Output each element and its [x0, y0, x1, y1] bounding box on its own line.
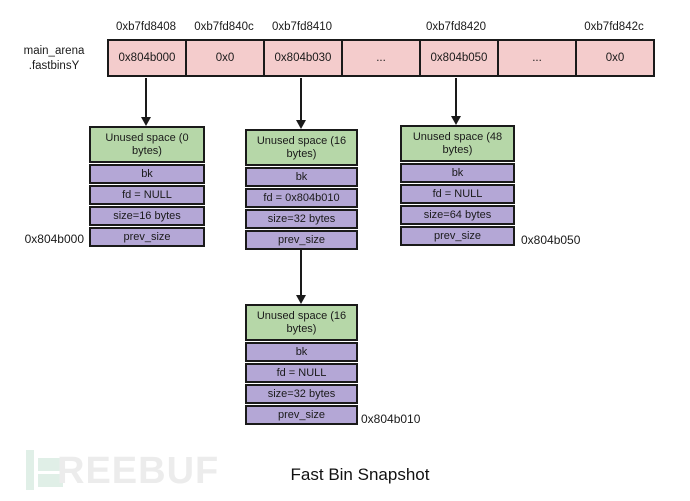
array-cell: 0x804b030	[263, 41, 341, 75]
diagram-title: Fast Bin Snapshot	[290, 465, 430, 484]
array-cell: ...	[341, 41, 419, 75]
chunk-size-field: size=16 bytes	[89, 206, 205, 226]
freebuf-logo-icon	[38, 458, 63, 471]
chunk-unused-space: Unused space (16 bytes)	[245, 304, 358, 341]
chunk-address-label: 0x804b010	[361, 412, 421, 426]
array-address-label: 0xb7fd8408	[115, 21, 177, 33]
freebuf-logo-icon	[26, 450, 34, 490]
chunk-size-field: size=64 bytes	[400, 205, 515, 225]
chunk-0x804b050: Unused space (48 bytes) bk fd = NULL siz…	[400, 125, 515, 246]
freebuf-watermark-text: REEBUF	[57, 450, 220, 492]
arrow-line	[300, 78, 302, 120]
chunk-unused-space: Unused space (48 bytes)	[400, 125, 515, 162]
chunk-address-label: 0x804b000	[24, 232, 84, 246]
main-arena-label-line2: .fastbinsY	[28, 60, 80, 72]
chunk-prev-size-field: prev_size	[245, 230, 358, 250]
chunk-fd-field: fd = 0x804b010	[245, 188, 358, 208]
array-cell: 0x0	[185, 41, 263, 75]
arrow-down-icon	[296, 295, 306, 304]
array-address-label: 0xb7fd840c	[194, 21, 254, 33]
main-arena-label: main_arena .fastbinsY	[10, 44, 98, 74]
arrow-line	[455, 78, 457, 116]
array-cell: 0x0	[575, 41, 653, 75]
array-cell: 0x804b000	[118, 52, 176, 64]
chunk-0x804b030: Unused space (16 bytes) bk fd = 0x804b01…	[245, 129, 358, 250]
chunk-fd-field: fd = NULL	[245, 363, 358, 383]
freebuf-logo-icon	[38, 474, 63, 487]
chunk-unused-space: Unused space (0 bytes)	[89, 126, 205, 163]
chunk-0x804b010: Unused space (16 bytes) bk fd = NULL siz…	[245, 304, 358, 425]
arrow-line	[145, 78, 147, 117]
chunk-fd-field: fd = NULL	[89, 185, 205, 205]
chunk-size-field: size=32 bytes	[245, 209, 358, 229]
chunk-unused-space: Unused space (16 bytes)	[245, 129, 358, 166]
array-address-label: 0xb7fd8410	[271, 21, 333, 33]
chunk-prev-size-field: prev_size	[400, 226, 515, 246]
chunk-prev-size-field: prev_size	[89, 227, 205, 247]
chunk-bk-field: bk	[400, 163, 515, 183]
arrow-down-icon	[141, 117, 151, 126]
array-address-label: 0xb7fd8420	[425, 21, 487, 33]
arrow-line	[300, 248, 302, 295]
arrow-down-icon	[451, 116, 461, 125]
array-cell: 0x804b050	[419, 41, 497, 75]
chunk-address-label: 0x804b050	[521, 233, 581, 247]
chunk-0x804b000: Unused space (0 bytes) bk fd = NULL size…	[89, 126, 205, 247]
chunk-size-field: size=32 bytes	[245, 384, 358, 404]
fastbinsY-array: 0x804b000 0x0 0x804b030 ... 0x804b050 ..…	[107, 39, 655, 77]
array-cell: ...	[497, 41, 575, 75]
chunk-fd-field: fd = NULL	[400, 184, 515, 204]
main-arena-label-line1: main_arena	[23, 45, 85, 57]
chunk-prev-size-field: prev_size	[245, 405, 358, 425]
chunk-bk-field: bk	[89, 164, 205, 184]
array-address-label: 0xb7fd842c	[584, 21, 644, 33]
chunk-bk-field: bk	[245, 342, 358, 362]
arrow-down-icon	[296, 120, 306, 129]
chunk-bk-field: bk	[245, 167, 358, 187]
